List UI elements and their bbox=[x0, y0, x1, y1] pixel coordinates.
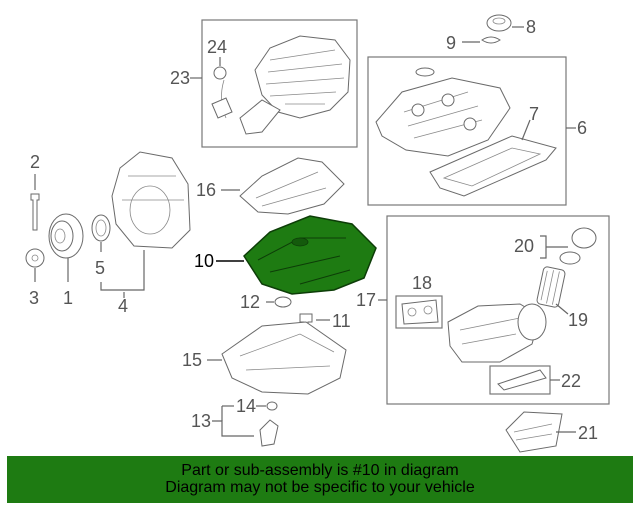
callout-20: 20 bbox=[514, 236, 534, 256]
callout-9: 9 bbox=[446, 33, 456, 53]
sensor-13-shape bbox=[259, 419, 279, 447]
fitment-notice-banner: Part or sub-assembly is #10 in diagram D… bbox=[7, 456, 633, 503]
gasket-18-box bbox=[395, 295, 443, 329]
washer-3-shape bbox=[25, 248, 45, 268]
callout-23: 23 bbox=[170, 68, 190, 88]
valve-cover-drawing bbox=[375, 67, 557, 197]
callout-2: 2 bbox=[30, 152, 40, 172]
damper-pulley-1-shape bbox=[48, 213, 84, 259]
callout-13: 13 bbox=[191, 411, 211, 431]
callout-15: 15 bbox=[182, 350, 202, 370]
intake-manifold-drawing bbox=[211, 35, 351, 135]
filter-element-19-shape bbox=[536, 266, 566, 308]
baffle-16-drawing bbox=[239, 157, 345, 215]
highlight-notice: Part or sub-assembly is #10 in diagram bbox=[181, 462, 459, 479]
callout-8: 8 bbox=[526, 17, 536, 37]
callout-3: 3 bbox=[29, 288, 39, 308]
callout-17: 17 bbox=[356, 290, 376, 310]
parts-diagram: 24 23 8 9 7 6 2 3 1 5 4 bbox=[25, 14, 610, 453]
ring-20-shape bbox=[559, 251, 581, 265]
intake-manifold-box bbox=[201, 19, 358, 148]
washer-12-shape bbox=[274, 296, 292, 308]
filler-cap-8-shape bbox=[486, 14, 512, 32]
oil-filter-box bbox=[386, 215, 610, 405]
seal-9-shape bbox=[481, 36, 501, 44]
gasket-22-shape bbox=[497, 369, 547, 391]
timing-cover-drawing bbox=[111, 151, 191, 249]
filter-housing-drawing bbox=[447, 303, 547, 363]
gasket-18-shape bbox=[401, 299, 439, 325]
callout-11: 11 bbox=[332, 311, 351, 331]
cap-20-shape bbox=[571, 227, 597, 249]
seal-5-shape bbox=[91, 214, 111, 242]
callout-21: 21 bbox=[578, 423, 598, 443]
callout-12: 12 bbox=[240, 292, 260, 312]
callout-19: 19 bbox=[568, 310, 588, 330]
callout-5: 5 bbox=[95, 258, 105, 278]
callout-4: 4 bbox=[118, 296, 128, 316]
callout-10: 10 bbox=[194, 251, 214, 271]
callout-18: 18 bbox=[412, 273, 432, 293]
o-ring-24-shape bbox=[213, 66, 227, 80]
callout-1: 1 bbox=[63, 288, 73, 308]
lower-pan-15-drawing bbox=[221, 321, 347, 395]
valve-cover-box bbox=[367, 56, 567, 206]
callout-7: 7 bbox=[529, 104, 539, 124]
callout-6: 6 bbox=[577, 118, 587, 138]
oil-pan-10-highlighted bbox=[243, 215, 377, 295]
vehicle-disclaimer: Diagram may not be specific to your vehi… bbox=[165, 479, 475, 496]
oil-cooler-21-shape bbox=[505, 411, 563, 453]
callout-16: 16 bbox=[196, 180, 216, 200]
bolt-2-shape bbox=[30, 193, 40, 231]
callout-24: 24 bbox=[207, 37, 227, 57]
callout-22: 22 bbox=[561, 371, 581, 391]
seal-14-shape bbox=[266, 401, 278, 411]
callout-14: 14 bbox=[236, 396, 256, 416]
